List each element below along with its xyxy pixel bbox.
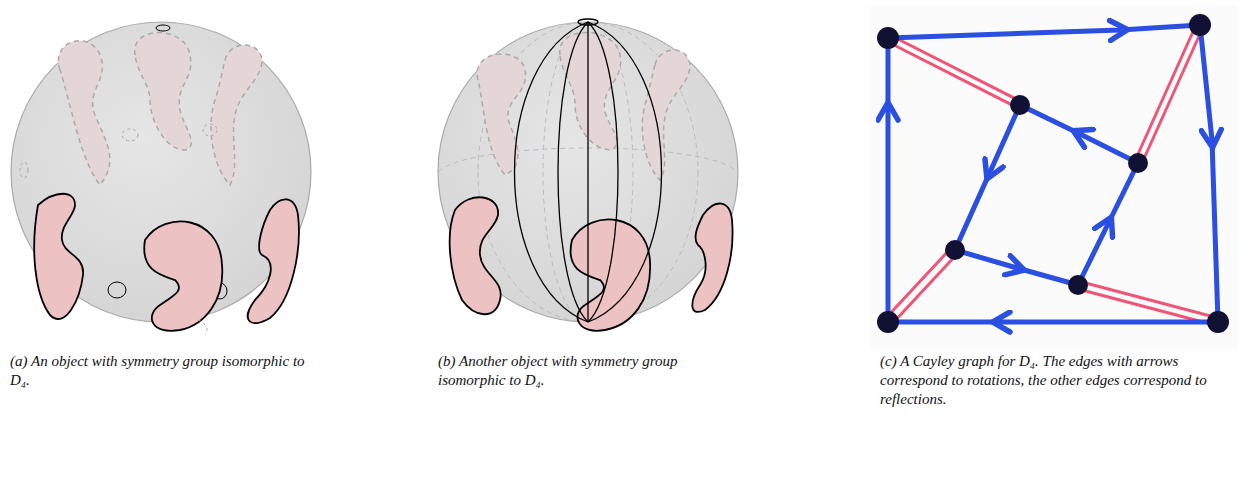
caption: (b) Another object with symmetry group i… (438, 352, 738, 390)
sphere-b (438, 19, 738, 331)
caption: (c) A Cayley graph for D₄. The edges wit… (880, 352, 1232, 409)
sphere-a (11, 22, 311, 334)
caption: (a) An object with symmetry group isomor… (10, 352, 310, 390)
cayley-graph (870, 5, 1238, 350)
